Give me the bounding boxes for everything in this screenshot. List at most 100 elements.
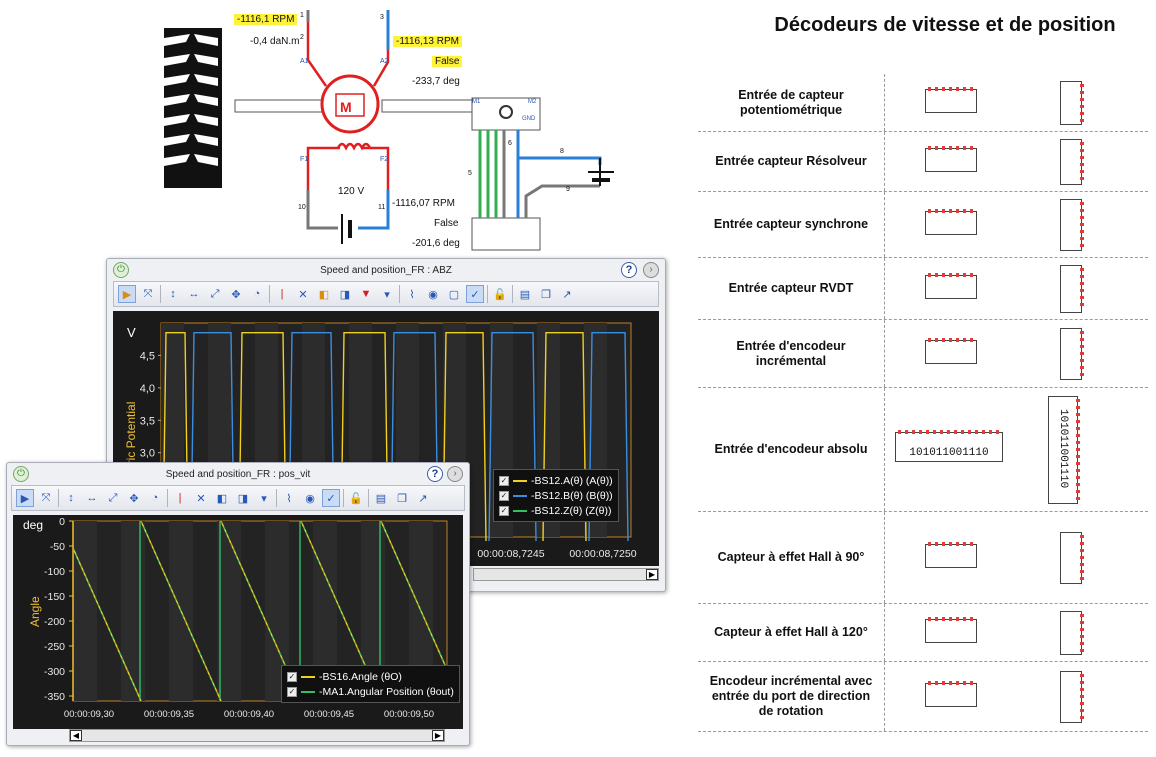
probe-icon[interactable]: ⌇ (409, 288, 415, 301)
cursor-add-icon[interactable]: | (280, 288, 284, 300)
zoom-fit-icon[interactable]: ✥ (231, 288, 241, 301)
lock-icon[interactable]: 🔓 (349, 492, 363, 505)
zoom-y-icon[interactable]: ↕ (170, 288, 176, 300)
lock-icon[interactable]: 🔓 (493, 288, 507, 301)
pin-label: 9 (566, 186, 570, 193)
eye-icon[interactable]: ◉ (428, 288, 438, 301)
cursor-remove-icon[interactable]: ✕ (298, 288, 308, 301)
fit-icon[interactable]: ⤧ (143, 287, 153, 300)
scroll-left-icon[interactable]: ◀ (70, 730, 82, 741)
print-icon[interactable]: ▤ (375, 492, 387, 505)
speed-position-posvit-window[interactable]: ⏻ Speed and position_FR : pos_vit ? › ▶ … (6, 462, 470, 746)
sensor-block-vertical-icon[interactable] (1060, 199, 1084, 251)
sensor-block-icon[interactable] (925, 87, 977, 113)
print-icon[interactable]: ▤ (519, 288, 531, 301)
probe-icon[interactable]: ⌇ (286, 492, 292, 505)
sensor-row: Entrée capteur Résolveur (698, 132, 1148, 192)
sensor-block-icon[interactable] (925, 617, 977, 643)
y-tick-label: -200 (44, 616, 65, 628)
y-tick-label: -50 (50, 541, 65, 553)
fit-icon[interactable]: ⤧ (41, 491, 51, 504)
sensor-block-icon[interactable] (925, 273, 977, 299)
sensor-block-icon[interactable] (925, 338, 977, 364)
legend-checkbox[interactable]: ✓ (499, 490, 509, 501)
export-icon[interactable]: ↗ (562, 288, 572, 301)
cursor-add-icon[interactable]: | (178, 492, 182, 504)
zoom-fit-icon[interactable]: ✥ (129, 492, 139, 505)
pin-label: 2 (300, 34, 304, 41)
check-icon[interactable]: ✓ (466, 285, 484, 303)
encoder-bits-text: 101011001110 (1057, 409, 1069, 489)
sensor-block-icon[interactable] (925, 146, 977, 172)
select-tool-icon[interactable]: ▶ (118, 285, 136, 303)
zoom-x-icon[interactable]: ↔ (86, 492, 98, 504)
pin-label: 10 (298, 204, 306, 211)
eye-icon[interactable]: ◉ (305, 492, 315, 505)
sensor-block-icon[interactable] (925, 209, 977, 235)
legend-item[interactable]: ✓-BS12.Z(θ) (Z(θ)) (499, 503, 613, 518)
horizontal-scrollbar[interactable]: ▶ (473, 568, 659, 581)
window-title: Speed and position_FR : ABZ (320, 264, 452, 276)
legend-item[interactable]: ✓-BS12.A(θ) (A(θ)) (499, 473, 613, 488)
zoom-y-icon[interactable]: ↕ (68, 492, 74, 504)
pin-label: 5 (468, 170, 472, 177)
sensor-block-vertical-icon[interactable] (1060, 139, 1084, 185)
zoom-xy-icon[interactable]: ⤢ (210, 287, 220, 300)
legend-checkbox[interactable]: ✓ (287, 686, 297, 697)
sensor-row-label: Entrée de capteur potentiométrique (738, 87, 844, 117)
marker-icon[interactable]: ◧ (216, 492, 228, 505)
power-icon[interactable]: ⏻ (113, 262, 129, 278)
timer-icon[interactable]: ◔ (253, 288, 261, 300)
power-icon[interactable]: ⏻ (13, 466, 29, 482)
arrow-remove-icon[interactable]: ▾ (384, 288, 390, 301)
y-unit-label: deg (23, 518, 43, 532)
sensor-block-vertical-icon[interactable] (1060, 265, 1084, 313)
legend-item[interactable]: ✓-MA1.Angular Position (θout) (287, 684, 454, 699)
sensor-block-vertical-icon[interactable] (1060, 611, 1084, 655)
zoom-x-icon[interactable]: ↔ (188, 288, 200, 300)
legend-checkbox[interactable]: ✓ (499, 505, 509, 516)
select-tool-icon[interactable]: ▶ (16, 489, 34, 507)
sensor-block-vertical-icon[interactable] (1060, 671, 1084, 723)
copy-icon[interactable]: ❐ (541, 288, 551, 301)
marker-icon[interactable]: ◧ (318, 288, 330, 301)
sensor-block-vertical-icon[interactable] (1060, 532, 1084, 584)
window-titlebar[interactable]: ⏻ Speed and position_FR : pos_vit ? › (7, 463, 469, 485)
copy-icon[interactable]: ❐ (397, 492, 407, 505)
window-titlebar[interactable]: ⏻ Speed and position_FR : ABZ ? › (107, 259, 665, 281)
arrow-down-icon[interactable]: ▼ (360, 288, 372, 300)
legend-item[interactable]: ✓-BS12.B(θ) (B(θ)) (499, 488, 613, 503)
scroll-right-icon[interactable]: ▶ (646, 569, 658, 580)
zoom-xy-icon[interactable]: ⤢ (108, 491, 118, 504)
sensor-block-vertical-icon[interactable] (1060, 328, 1084, 380)
help-icon[interactable]: ? (621, 262, 637, 278)
next-icon[interactable]: › (447, 466, 463, 482)
horizontal-scrollbar[interactable]: ◀ ▶ (69, 729, 445, 742)
sensor-row: Encodeur incrémental avec entrée du port… (698, 662, 1148, 732)
chart-legend: ✓-BS16.Angle (θO)✓-MA1.Angular Position … (281, 665, 460, 703)
x-tick-label: 00:00:09,50 (384, 709, 434, 720)
pin-label: A2 (380, 58, 389, 65)
marker-remove-icon[interactable]: ◨ (237, 492, 249, 505)
absolute-encoder-block-vertical-icon[interactable]: 101011001110 (1048, 396, 1080, 504)
sensor-block-vertical-icon[interactable] (1060, 81, 1084, 125)
sensor-block-icon[interactable] (925, 681, 977, 707)
next-icon[interactable]: › (643, 262, 659, 278)
legend-checkbox[interactable]: ✓ (287, 671, 297, 682)
legend-item[interactable]: ✓-BS16.Angle (θO) (287, 669, 454, 684)
absolute-encoder-block-icon[interactable]: 101011001110 (895, 430, 1003, 462)
arrow-down-icon[interactable]: ▾ (261, 492, 267, 505)
legend-checkbox[interactable]: ✓ (499, 475, 509, 486)
cursor-remove-icon[interactable]: ✕ (196, 492, 206, 505)
check-icon[interactable]: ✓ (322, 489, 340, 507)
timer-icon[interactable]: ◔ (151, 492, 159, 504)
sensor-block-icon[interactable] (925, 542, 977, 568)
help-icon[interactable]: ? (427, 466, 443, 482)
marker-remove-icon[interactable]: ◨ (339, 288, 351, 301)
scroll-right-icon[interactable]: ▶ (432, 730, 444, 741)
pin-label: 11 (378, 204, 386, 211)
export-icon[interactable]: ↗ (418, 492, 428, 505)
legend-swatch (513, 494, 527, 497)
frame-icon[interactable]: ▢ (448, 288, 460, 301)
